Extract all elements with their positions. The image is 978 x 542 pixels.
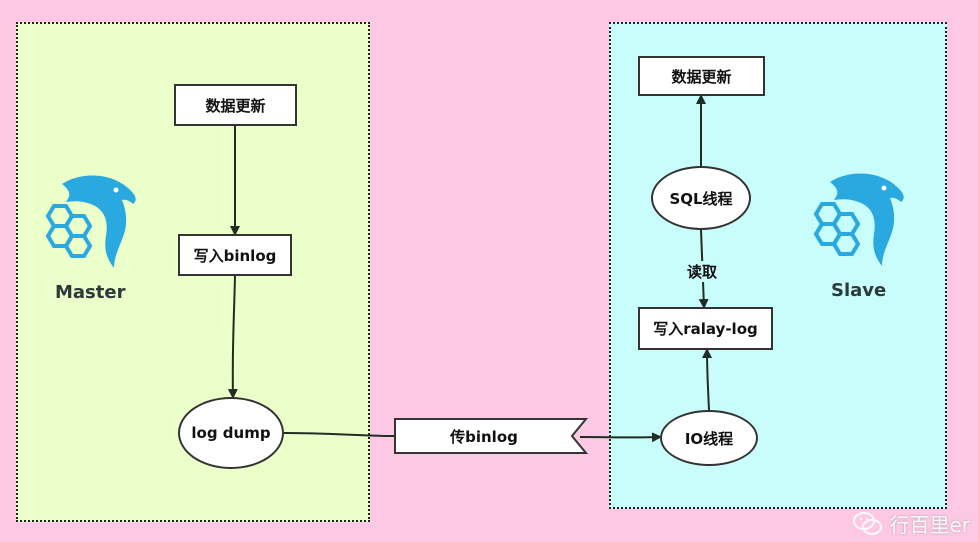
- io-thread-node: IO线程: [660, 410, 758, 466]
- read-label: 读取: [685, 261, 720, 282]
- arrow-binlog-to-dump: [227, 275, 238, 399]
- mysql-dolphin-logo-master: [45, 175, 136, 268]
- watermark-text: 行百里er: [889, 513, 970, 537]
- master-data-update-box: 数据更新: [174, 84, 297, 126]
- watermark: 行百里er: [853, 509, 970, 538]
- wechat-icon: [853, 511, 883, 535]
- slave-data-update-box: 数据更新: [638, 56, 765, 96]
- transfer-flag-shape: [394, 418, 588, 454]
- write-relay-log-box: 写入ralay-log: [638, 307, 773, 350]
- arrow-io-to-relay: [702, 348, 713, 411]
- mysql-dolphin-logo-slave: [813, 173, 904, 266]
- transfer-label: 传binlog: [450, 427, 518, 446]
- master-title: Master: [55, 282, 126, 303]
- sql-thread-node: SQL线程: [651, 166, 751, 230]
- slave-title: Slave: [831, 280, 887, 301]
- log-dump-node: log dump: [178, 397, 284, 469]
- line-dump-to-transfer: [283, 432, 396, 437]
- write-binlog-box: 写入binlog: [178, 234, 292, 276]
